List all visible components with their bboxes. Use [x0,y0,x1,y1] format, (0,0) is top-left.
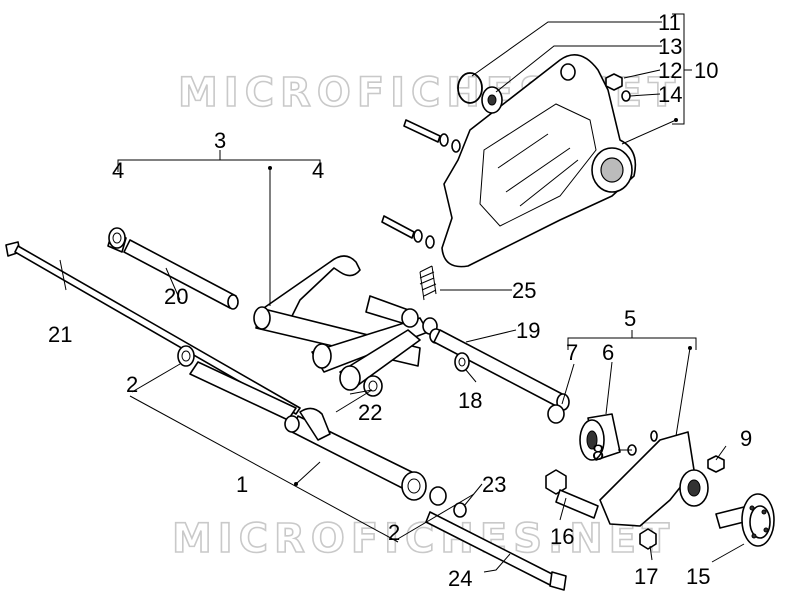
group-bracket-3 [117,150,321,306]
bushing-7 [547,404,565,424]
callout-19: 19 [516,318,540,343]
callout-23: 23 [482,472,506,497]
callout-2-bottom: 2 [388,520,400,545]
nut-9 [707,455,725,473]
callout-22: 22 [358,400,382,425]
callout-17: 17 [634,564,658,589]
watermark-bottom: MICROFICHES.NET [172,516,675,562]
callout-12: 12 [658,58,682,83]
bushing-18 [454,352,470,372]
group-bracket-1 [129,363,475,543]
silent-block-arm-1 [284,407,447,506]
callout-5: 5 [624,306,636,331]
callout-2-left: 2 [126,372,138,397]
washer-14 [621,90,631,102]
callout-1: 1 [236,472,248,497]
callout-21: 21 [48,322,72,347]
callout-4-right: 4 [312,158,324,183]
leader-lines [59,21,745,573]
callout-9: 9 [740,426,752,451]
callout-6: 6 [602,340,614,365]
callout-15: 15 [686,564,710,589]
callout-7: 7 [566,340,578,365]
circlip-11 [457,72,483,104]
callout-18: 18 [458,388,482,413]
bracket-5 [599,430,709,527]
bushing-4-left [107,227,127,253]
bearing-13 [481,86,503,114]
housing-bolts [381,119,461,249]
nut-23 [453,502,467,518]
callout-3: 3 [214,128,226,153]
long-bolt-21 [5,241,301,415]
callout-14: 14 [658,82,682,107]
hub-15 [715,493,775,547]
center-tube [177,345,297,421]
callout-25: 25 [512,278,536,303]
callout-8: 8 [592,440,604,465]
bolt-24 [425,511,567,591]
nut-17 [639,528,657,550]
callout-16: 16 [550,524,574,549]
callout-24: 24 [448,566,472,591]
bolt-16 [545,469,599,519]
spring-25 [419,265,437,301]
housing-10 [441,54,637,268]
callout-4-left: 4 [112,158,124,183]
group-bracket-5 [567,330,697,437]
nut-12 [605,73,623,91]
group-bracket-10 [621,13,692,145]
callout-13: 13 [658,34,682,59]
pivot-pin-19 [433,329,570,411]
callout-10: 10 [694,58,718,83]
spacer-tube-20 [123,239,239,310]
callout-20: 20 [164,284,188,309]
silent-block-6 [579,413,621,461]
swing-arm-3 [253,255,443,391]
callout-11: 11 [658,10,681,35]
